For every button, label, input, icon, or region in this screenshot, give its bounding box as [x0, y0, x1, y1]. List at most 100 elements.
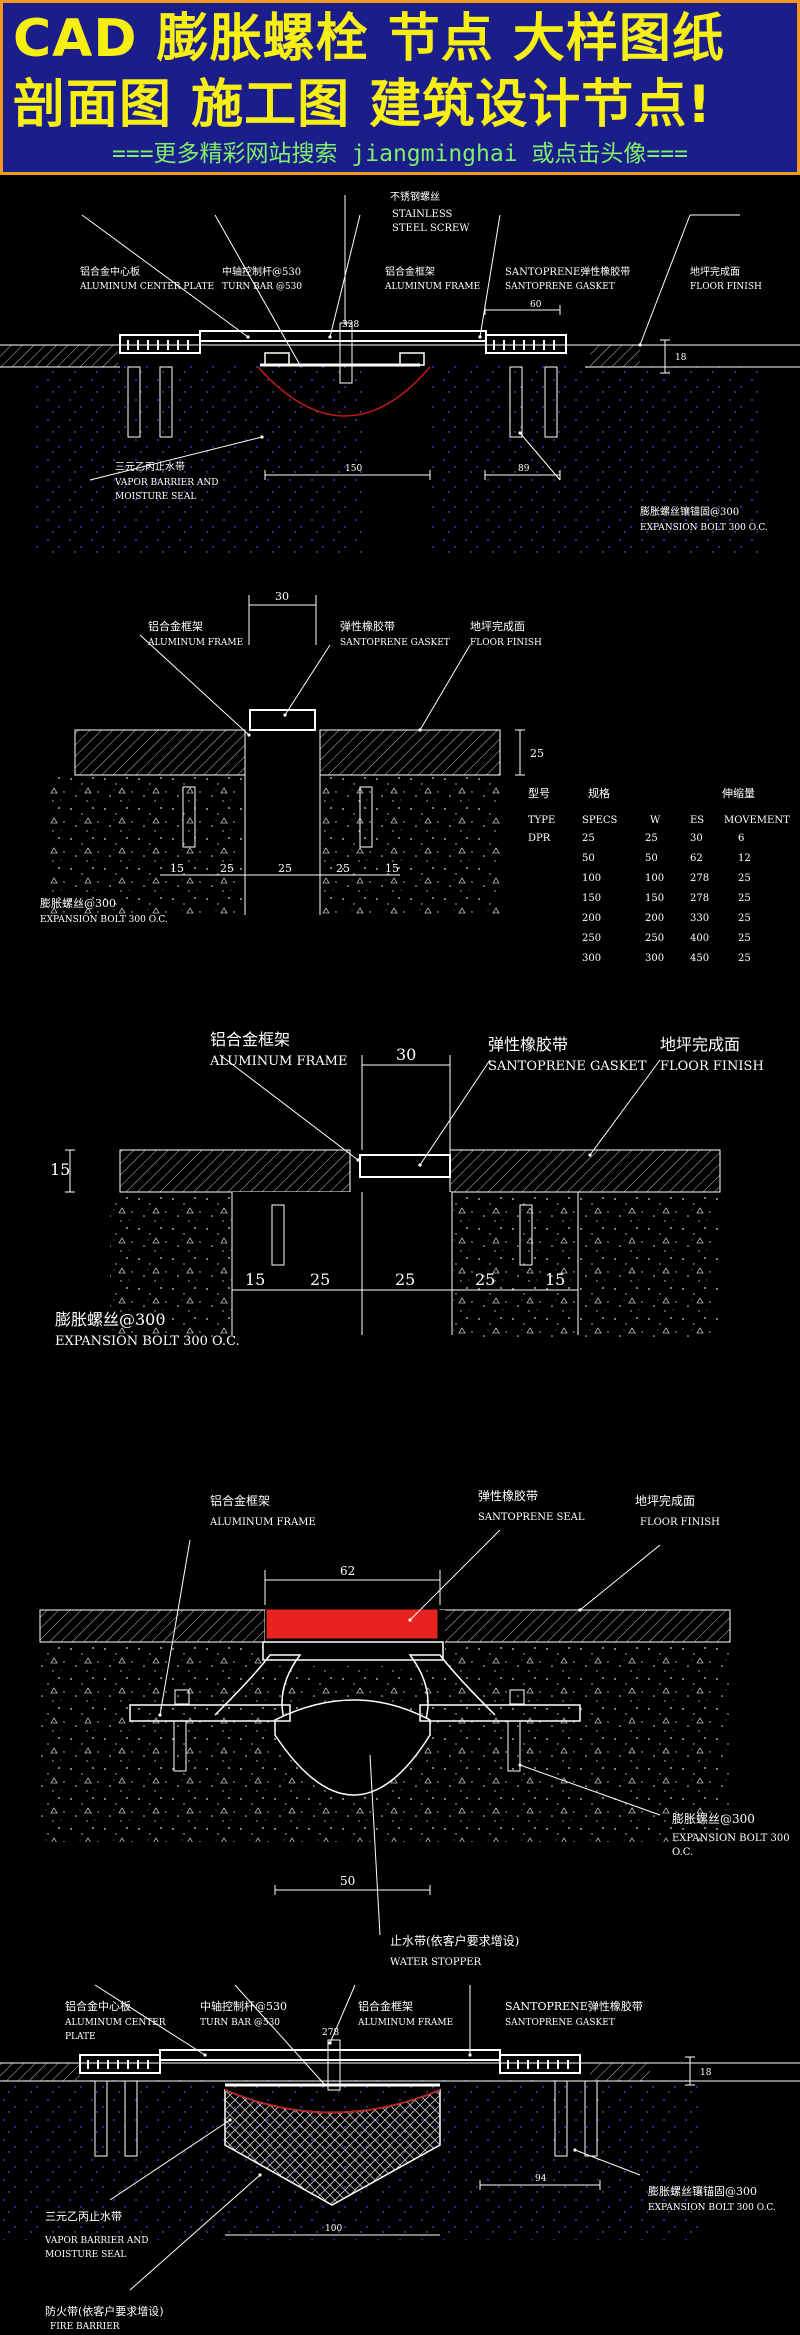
d2-bolt-label-en: EXPANSION BOLT 300 O.C.: [40, 915, 168, 925]
d4-stopper-label-en: WATER STOPPER: [390, 1957, 482, 1968]
d2-floor-label-cn: 地坪完成面: [470, 619, 525, 633]
d1-concrete-right: [430, 365, 760, 555]
d2-floor-label-en: FLOOR FINISH: [470, 638, 542, 648]
d5-dim-100: 100: [325, 2224, 342, 2234]
d4-floor-label-en: FLOOR FINISH: [640, 1517, 720, 1528]
title-banner: CAD 膨胀螺栓 节点 大样图纸 剖面图 施工图 建筑设计节点! ===更多精彩…: [0, 0, 800, 175]
spec-cell: 25: [738, 913, 751, 924]
d1-floor-finish-left: [0, 345, 118, 367]
d1-plate-label-cn: 铝合金中心板: [80, 265, 140, 278]
spec-cell: 50: [582, 853, 595, 864]
d4-seal-label-cn: 弹性橡胶带: [478, 1488, 538, 1503]
d1-gasket-label-en: SANTOPRENE GASKET: [505, 282, 615, 292]
d2-slab-left: [74, 729, 246, 776]
spec-cell: 200: [645, 913, 664, 924]
spec-cell: 12: [738, 853, 751, 864]
d2-dim-1: 15: [170, 862, 184, 875]
d2-dim-3: 25: [278, 862, 292, 875]
d4-slab-right: [439, 1609, 731, 1643]
detail-1-center-plate-joint: [0, 195, 800, 555]
spec-header-specs: SPECS: [582, 815, 618, 826]
spec-table-header-cn: 型号 规格 伸缩量: [528, 786, 755, 800]
d3-slab-left: [119, 1149, 351, 1193]
spec-cell: 25: [645, 833, 658, 844]
d2-dim-side: 25: [530, 747, 544, 760]
d5-gasket-label-cn: SANTOPRENE弹性橡胶带: [505, 1999, 643, 2013]
d2-dim-4: 25: [336, 862, 350, 875]
d5-screw: [327, 2039, 341, 2091]
d3-gasket-label-en: SANTOPRENE GASKET: [488, 1059, 647, 1074]
d1-dim-18: 18: [675, 353, 687, 363]
cad-drawing-sheet: 不锈钢螺丝 STAINLESS STEEL SCREW 铝合金中心板 ALUMI…: [0, 190, 800, 2332]
d5-vapor-label-en1: VAPOR BARRIER AND: [44, 2236, 148, 2246]
d4-red-seal: [266, 1609, 438, 1639]
d3-dim-side: 15: [50, 1160, 70, 1179]
detail-5-fire-barrier-joint: [0, 1984, 800, 2291]
d5-frame-label-en: ALUMINUM FRAME: [357, 2018, 453, 2028]
d5-frame-left: [79, 2054, 161, 2074]
d3-bolt-right: [519, 1204, 533, 1266]
spec-cell: 150: [645, 893, 664, 904]
d3-slab-right: [449, 1149, 721, 1193]
d1-vapor-label-en2: MOISTURE SEAL: [115, 492, 196, 502]
d1-dim-150: 150: [345, 464, 362, 474]
spec-table-header-en: TYPE SPECS W ES MOVEMENT: [528, 815, 790, 826]
detail-5-labels: 铝合金中心板 ALUMINUM CENTER PLATE 中轴控制杆@530 T…: [44, 1999, 776, 2332]
d1-dim-60: 60: [530, 300, 542, 310]
d2-bolt-left: [182, 786, 196, 848]
d1-dim-328: 328: [342, 320, 359, 330]
d5-bolt-label-cn: 膨胀螺丝镶锚固@300: [648, 2184, 757, 2198]
spec-header-movement: MOVEMENT: [724, 815, 790, 826]
spec-cell: 450: [690, 953, 709, 964]
d1-anchor-bolts: [127, 366, 558, 438]
spec-table-rows: DPR 25 25 30 6 50 50 62 12 100 100 278 2…: [528, 833, 751, 964]
d5-frame-label-cn: 铝合金框架: [358, 1999, 413, 2013]
d4-stopper-label-cn: 止水带(依客户要求增设): [390, 1933, 519, 1948]
d4-water-stopper: [274, 1699, 431, 1796]
d5-dim-18: 18: [700, 2068, 712, 2078]
spec-cell: 278: [690, 873, 709, 884]
spec-header-cn-specs: 规格: [588, 786, 610, 800]
d3-dim-5: 15: [545, 1270, 565, 1289]
spec-cell: 278: [690, 893, 709, 904]
d1-screw-label-en1: STAINLESS: [392, 209, 453, 220]
detail-1-labels: 不锈钢螺丝 STAINLESS STEEL SCREW 铝合金中心板 ALUMI…: [79, 190, 768, 533]
spec-header-es: ES: [690, 815, 704, 826]
spec-cell: 6: [738, 833, 744, 844]
spec-cell: 100: [582, 873, 601, 884]
spec-cell: 25: [738, 893, 751, 904]
d5-vapor-label-cn: 三元乙丙止水带: [45, 2210, 122, 2223]
d5-plate-label-en1: ALUMINUM CENTER: [64, 2018, 166, 2028]
d1-plate-label-en: ALUMINUM CENTER PLATE: [79, 282, 214, 292]
d5-plate-label-en2: PLATE: [65, 2032, 96, 2042]
d5-plate-label-cn: 铝合金中心板: [65, 1999, 131, 2013]
spec-cell: 300: [645, 953, 664, 964]
d5-fire-label-cn: 防火带(依客户要求增设): [45, 2304, 164, 2318]
d3-dim-4: 25: [475, 1270, 495, 1289]
d1-bolt-label-cn: 膨胀螺丝镶锚固@300: [640, 505, 739, 518]
d1-frame-label-cn: 铝合金框架: [385, 265, 435, 278]
d1-screw-label-cn: 不锈钢螺丝: [390, 190, 440, 203]
d5-bolt-label-en: EXPANSION BOLT 300 O.C.: [648, 2203, 776, 2213]
d3-frame-label-cn: 铝合金框架: [210, 1030, 290, 1049]
d2-frame-label-cn: 铝合金框架: [148, 619, 203, 633]
d1-concrete-left: [35, 365, 365, 555]
d1-turnbar-label-cn: 中轴控制杆@530: [222, 265, 301, 278]
spec-cell: 25: [738, 873, 751, 884]
spec-header-cn-movement: 伸缩量: [722, 787, 755, 800]
banner-search-hint: ===更多精彩网站搜索 jiangminghai 或点击头像===: [112, 141, 688, 167]
spec-cell: 62: [690, 853, 703, 864]
d3-gasket-label-cn: 弹性橡胶带: [488, 1035, 568, 1054]
d4-seal-label-en: SANTOPRENE SEAL: [478, 1512, 585, 1523]
d1-vapor-label-en1: VAPOR BARRIER AND: [114, 478, 218, 488]
d1-stainless-screw: [339, 322, 353, 384]
spec-cell: 250: [582, 933, 601, 944]
d2-frame-label-en: ALUMINUM FRAME: [147, 638, 243, 648]
d4-bolt-label-en2: O.C.: [672, 1847, 693, 1858]
d2-gasket-label-cn: 弹性橡胶带: [340, 619, 395, 633]
d3-bolt-label-en: EXPANSION BOLT 300 O.C.: [55, 1334, 240, 1349]
detail-2-small-gasket-joint: [50, 595, 525, 915]
spec-cell: 330: [690, 913, 709, 924]
d2-dim-5: 15: [385, 862, 399, 875]
d4-bolt-label-cn: 膨胀螺丝@300: [672, 1812, 755, 1826]
